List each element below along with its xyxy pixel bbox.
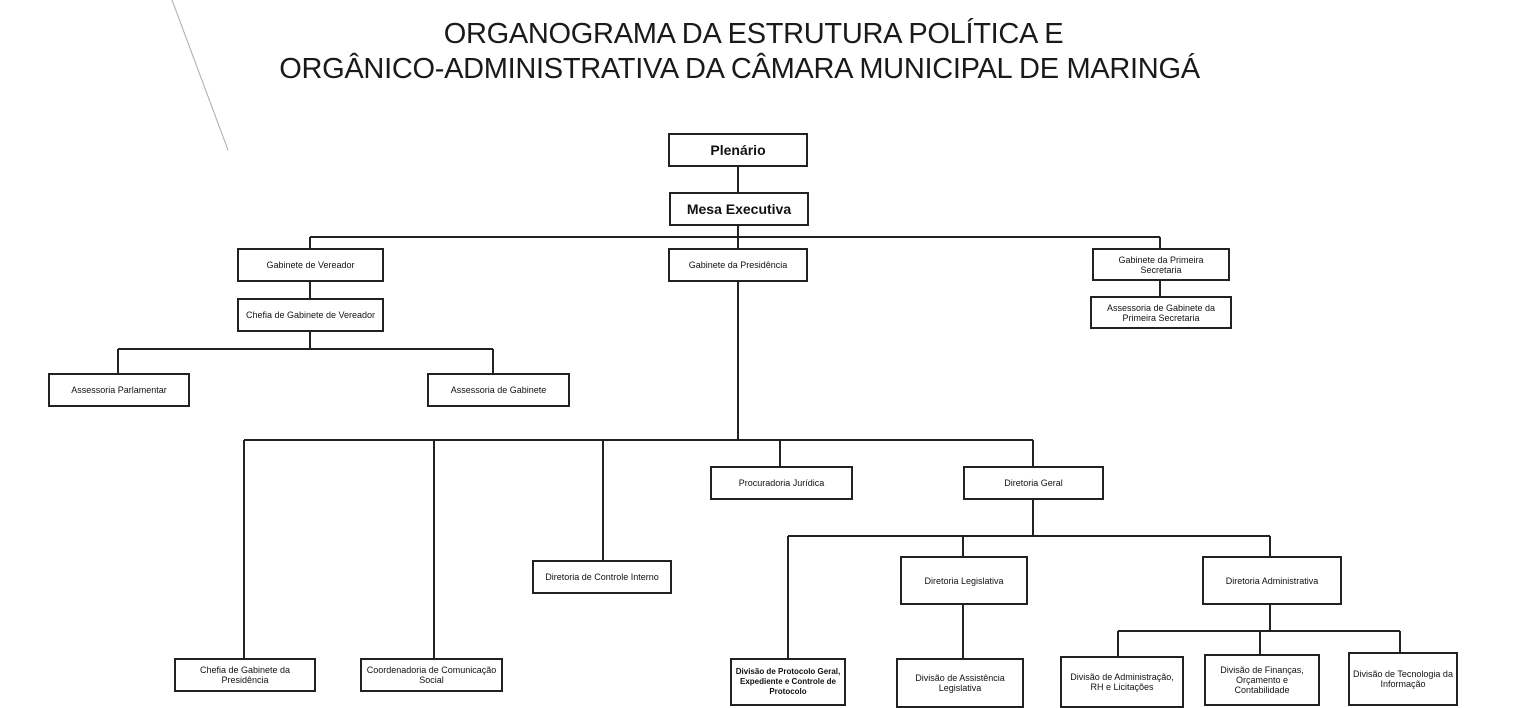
org-node-label: Diretoria Administrativa bbox=[1225, 575, 1319, 586]
org-node-div-ti: Divisão de Tecnologia da Informação bbox=[1348, 652, 1458, 706]
org-node-label: Divisão de Administração, RH e Licitaçõe… bbox=[1070, 672, 1174, 692]
org-node-label: Procuradoria Jurídica bbox=[738, 478, 825, 488]
org-node-chefia-presidencia: Chefia de Gabinete da Presidência bbox=[174, 658, 316, 692]
org-node-label: Gabinete da Presidência bbox=[688, 260, 788, 270]
org-node-div-assist-leg: Divisão de Assistência Legislativa bbox=[896, 658, 1024, 708]
org-node-label: Divisão de Tecnologia da Informação bbox=[1353, 669, 1453, 689]
org-node-label: Divisão de Protocolo Geral, Expediente e… bbox=[735, 667, 841, 696]
org-node-label: Plenário bbox=[710, 142, 766, 158]
org-node-plenario: Plenário bbox=[668, 133, 808, 167]
org-node-label: Diretoria de Controle Interno bbox=[545, 572, 659, 582]
org-node-controle-interno: Diretoria de Controle Interno bbox=[532, 560, 672, 594]
org-node-label: Assessoria Parlamentar bbox=[71, 385, 167, 395]
org-node-assess-primeira-sec: Assessoria de Gabinete da Primeira Secre… bbox=[1090, 296, 1232, 329]
org-node-comunicacao: Coordenadoria de Comunicação Social bbox=[360, 658, 503, 692]
org-node-label: Divisão de Assistência Legislativa bbox=[915, 673, 1005, 693]
org-node-label: Chefia de Gabinete de Vereador bbox=[245, 310, 376, 320]
org-node-dir-legislativa: Diretoria Legislativa bbox=[900, 556, 1028, 605]
scan-artifact-line bbox=[171, 0, 229, 151]
org-node-label: Coordenadoria de Comunicação Social bbox=[366, 665, 497, 685]
org-node-label: Gabinete da Primeira Secretaria bbox=[1118, 254, 1204, 275]
org-node-chefia-vereador: Chefia de Gabinete de Vereador bbox=[237, 298, 384, 332]
org-node-label: Chefia de Gabinete da Presidência bbox=[199, 665, 291, 685]
org-node-div-financas: Divisão de Finanças, Orçamento e Contabi… bbox=[1204, 654, 1320, 706]
org-node-div-adm-rh: Divisão de Administração, RH e Licitaçõe… bbox=[1060, 656, 1184, 708]
chart-title-line-1: ORGANOGRAMA DA ESTRUTURA POLÍTICA E bbox=[443, 18, 1064, 50]
org-node-procuradoria: Procuradoria Jurídica bbox=[710, 466, 853, 500]
org-node-label: Divisão de Finanças, Orçamento e Contabi… bbox=[1220, 665, 1304, 695]
chart-title-line-2: ORGÂNICO-ADMINISTRATIVA DA CÂMARA MUNICI… bbox=[279, 53, 1200, 85]
org-node-gab-vereador: Gabinete de Vereador bbox=[237, 248, 384, 282]
org-node-dir-administrativa: Diretoria Administrativa bbox=[1202, 556, 1342, 605]
org-node-div-protocolo: Divisão de Protocolo Geral, Expediente e… bbox=[730, 658, 846, 706]
org-node-assess-gabinete: Assessoria de Gabinete bbox=[427, 373, 570, 407]
org-node-label: Mesa Executiva bbox=[686, 201, 792, 217]
org-node-label: Diretoria Legislativa bbox=[924, 575, 1004, 586]
org-node-label: Gabinete de Vereador bbox=[266, 260, 355, 270]
org-node-gab-primeira-sec: Gabinete da Primeira Secretaria bbox=[1092, 248, 1230, 281]
org-node-label: Assessoria de Gabinete bbox=[450, 385, 547, 395]
org-node-label: Diretoria Geral bbox=[1004, 478, 1063, 488]
org-node-assess-parlamentar: Assessoria Parlamentar bbox=[48, 373, 190, 407]
org-node-mesa: Mesa Executiva bbox=[669, 192, 809, 226]
org-node-diretoria-geral: Diretoria Geral bbox=[963, 466, 1104, 500]
org-node-label: Assessoria de Gabinete da Primeira Secre… bbox=[1106, 302, 1216, 323]
org-node-gab-presidencia: Gabinete da Presidência bbox=[668, 248, 808, 282]
